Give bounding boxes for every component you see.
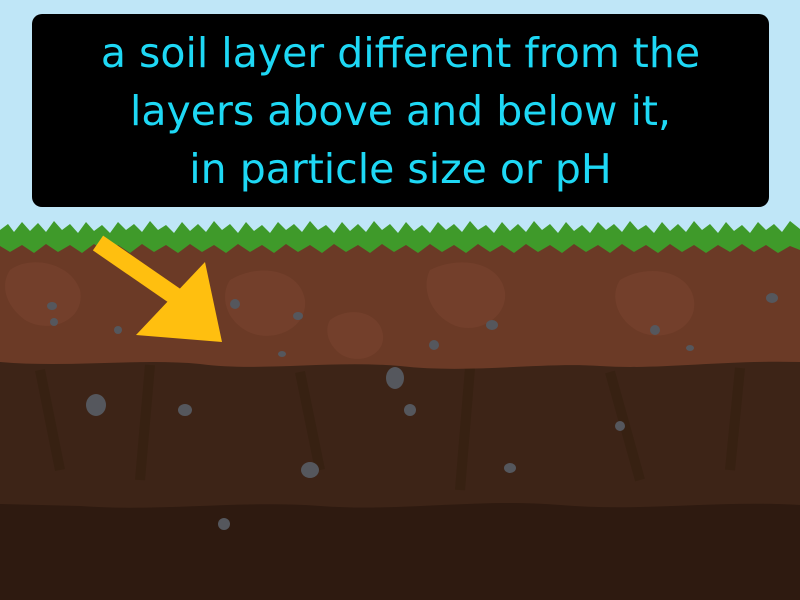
pebble — [386, 367, 404, 389]
pebble — [114, 326, 122, 334]
definition-caption: a soil layer different from the layers a… — [32, 14, 769, 207]
topsoil-texture — [5, 262, 695, 359]
caption-line-2: layers above and below it, — [130, 86, 671, 135]
pebble — [50, 318, 58, 326]
caption-line-1: a soil layer different from the — [100, 28, 701, 77]
subsoil-texture — [35, 364, 745, 491]
pebble — [293, 312, 303, 320]
pebble — [429, 340, 439, 350]
pebble — [615, 421, 625, 431]
pebble — [404, 404, 416, 416]
pebble — [650, 325, 660, 335]
pebble — [301, 462, 319, 478]
pebble — [278, 351, 286, 357]
subsoil-layer — [0, 354, 800, 508]
pebble — [178, 404, 192, 416]
pebble — [47, 302, 57, 310]
pebbles — [47, 293, 778, 530]
pebble — [766, 293, 778, 303]
pebble — [230, 299, 240, 309]
pebble — [686, 345, 694, 351]
arrow-down-right-icon — [92, 235, 222, 342]
pebble — [486, 320, 498, 330]
pebble — [86, 394, 106, 416]
pebble — [218, 518, 230, 530]
grass-strip — [0, 221, 800, 253]
caption-line-3: in particle size or pH — [189, 144, 612, 193]
pebble — [504, 463, 516, 473]
